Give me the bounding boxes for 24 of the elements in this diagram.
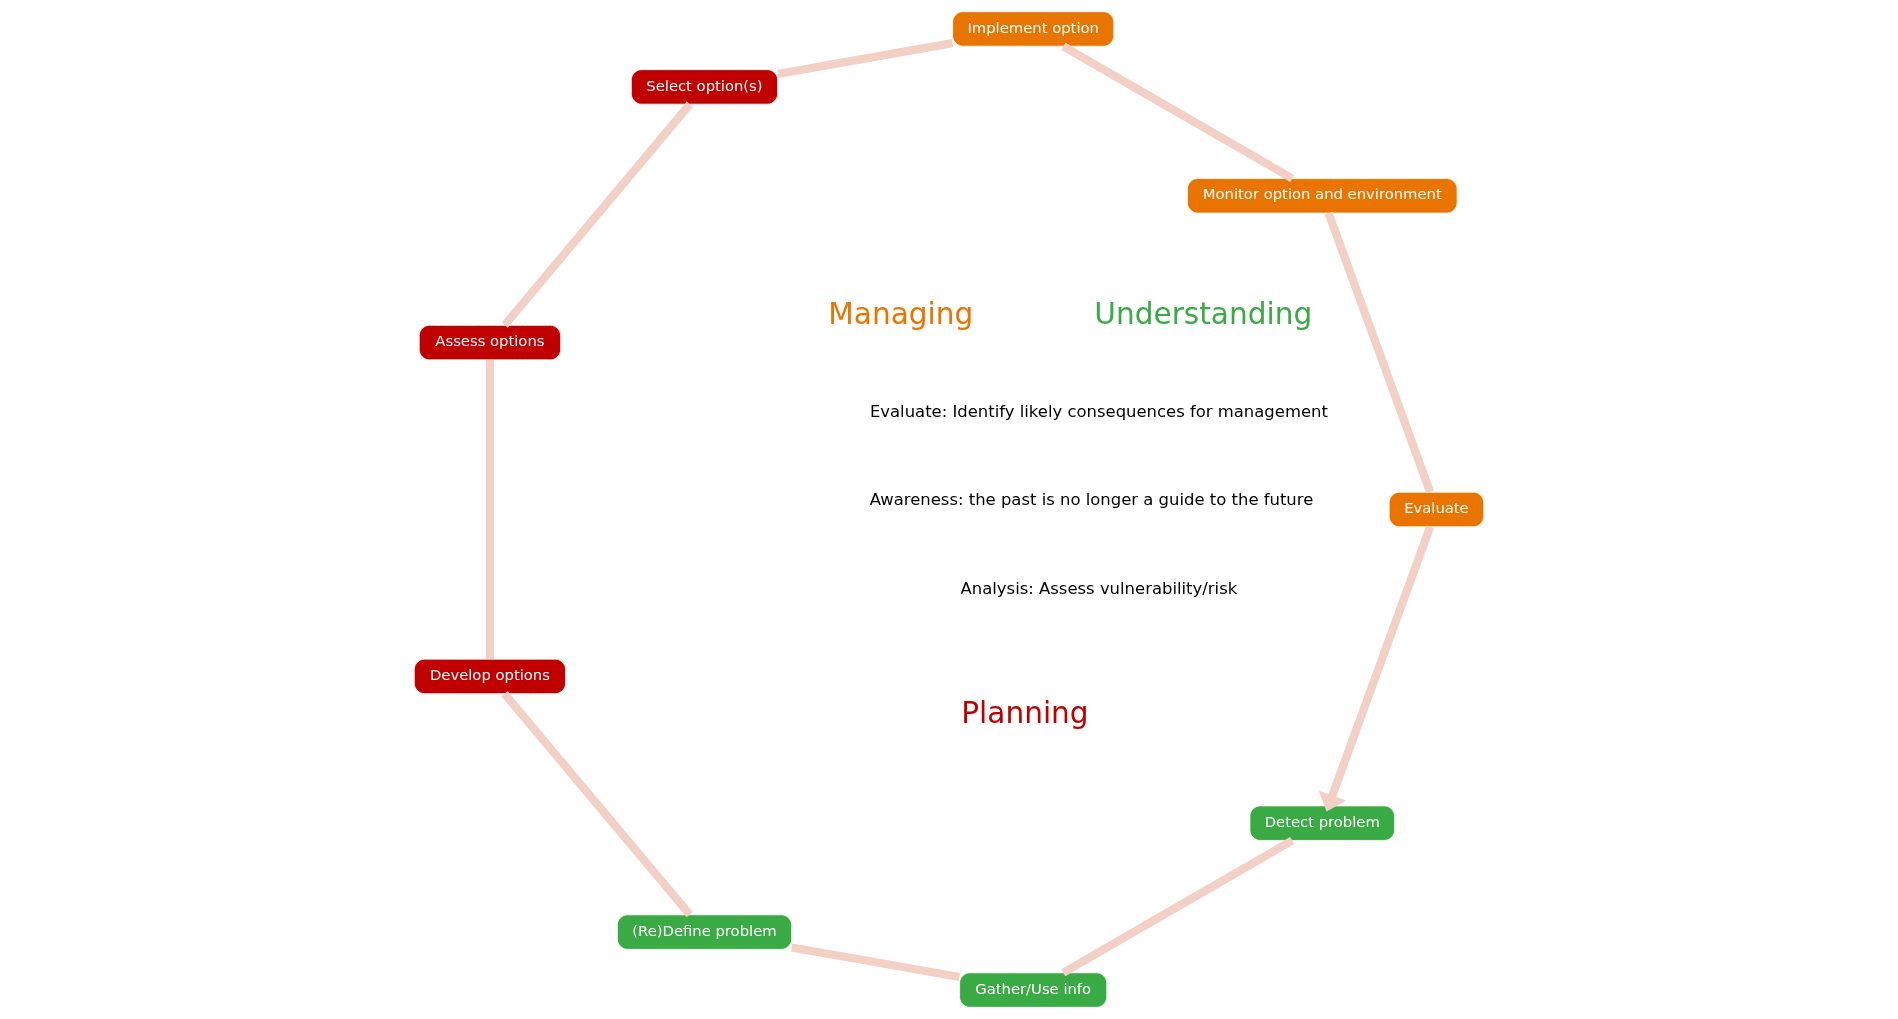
node-box: Implement option [952, 11, 1115, 47]
node-box: Select option(s) [630, 69, 779, 105]
label: Awareness: the past is no longer a guide to the future [869, 490, 1314, 510]
connector [1324, 211, 1434, 494]
label: Evaluate: Identify likely consequences for management [869, 401, 1328, 421]
node-box: Assess options [418, 324, 562, 361]
connector [777, 39, 954, 78]
node-box: Gather/Use info [959, 972, 1108, 1008]
node-box: (Re)Define problem [616, 914, 793, 950]
node-box: Monitor option and environment [1187, 178, 1458, 214]
connector [1061, 837, 1295, 977]
arrow [1318, 525, 1434, 812]
connector [485, 359, 495, 659]
connector [501, 101, 694, 328]
label: Managing [828, 296, 974, 331]
node-box: Detect problem [1249, 805, 1396, 841]
connector [1061, 42, 1295, 183]
connector [791, 943, 961, 982]
connector [501, 691, 693, 918]
label: Planning [961, 696, 1089, 731]
node-box: Develop options [413, 658, 566, 695]
label: Understanding [1094, 296, 1313, 331]
node-box: Evaluate [1388, 491, 1485, 528]
label: Analysis: Assess vulnerability/risk [960, 579, 1238, 599]
